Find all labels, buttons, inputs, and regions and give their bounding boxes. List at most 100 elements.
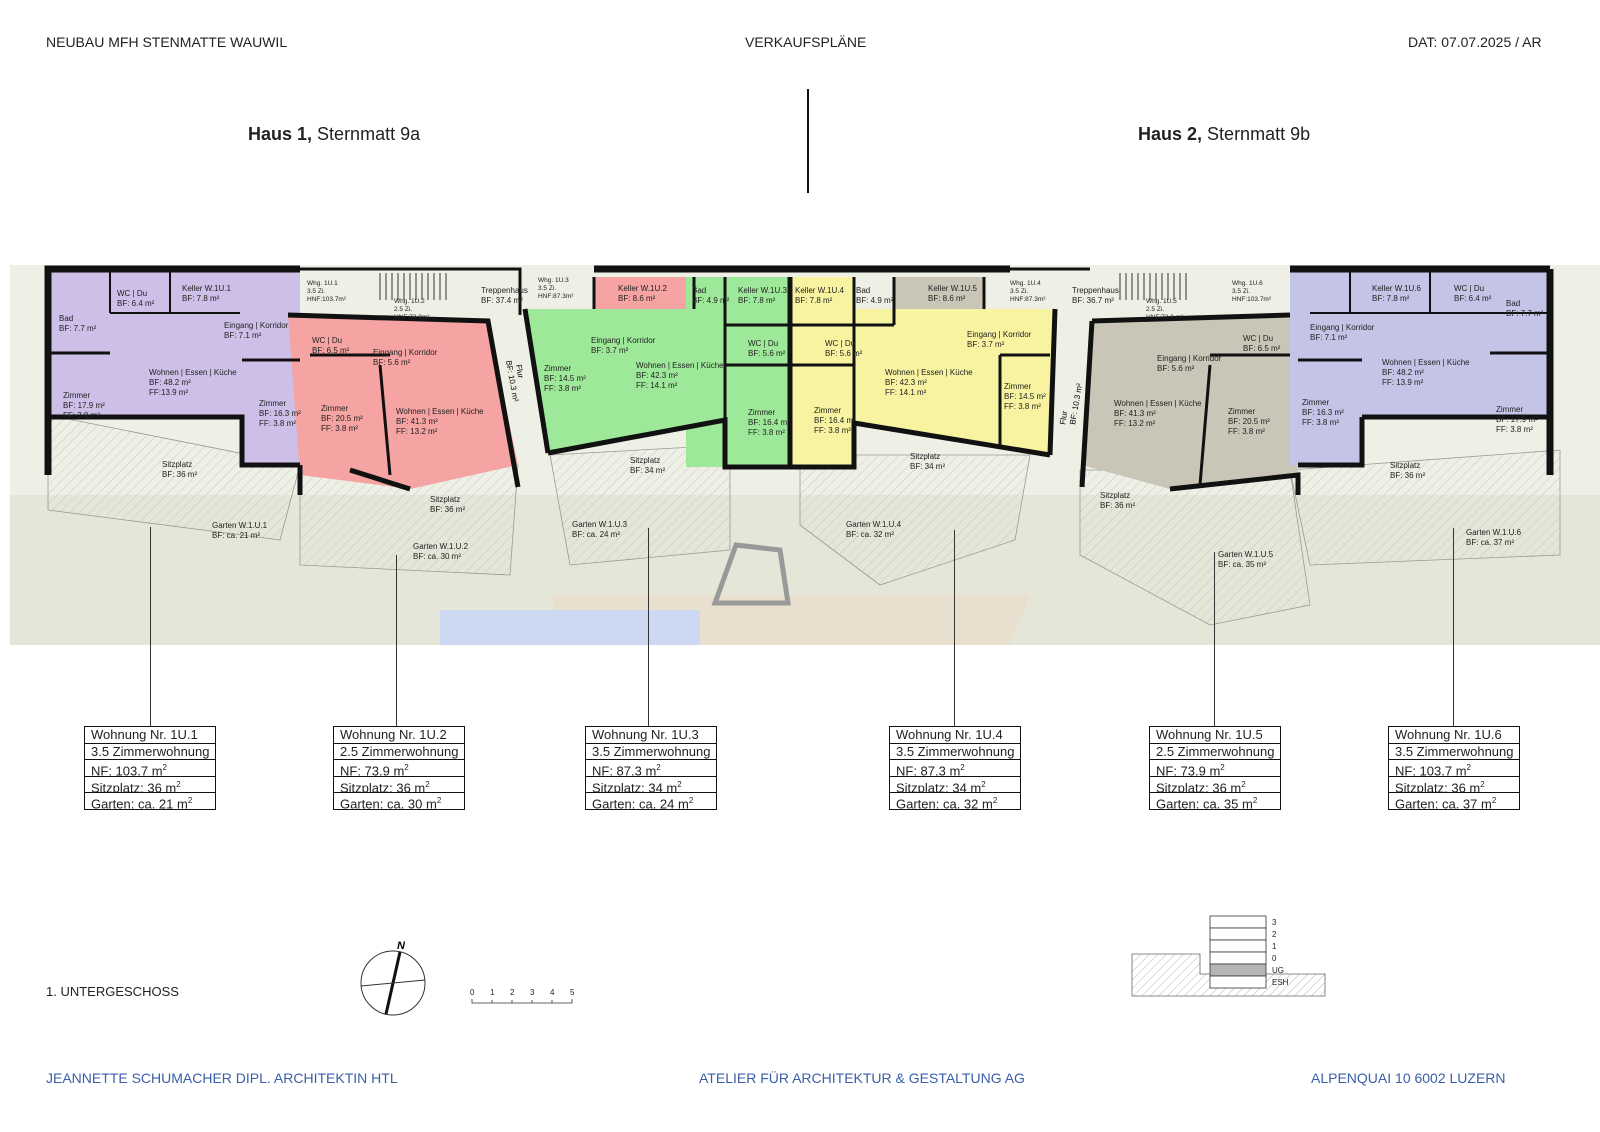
unit-1U2-area: [288, 315, 518, 489]
room-10-area: BF: 20.5 m²: [321, 414, 363, 423]
outdoor-8-name: Garten W.1.U.3: [572, 520, 628, 529]
outdoor-10-name: Garten W.1.U.5: [1218, 550, 1274, 559]
house-1-label: Haus 1,: [248, 124, 313, 144]
room-20-name: Keller W.1U.4: [795, 286, 844, 295]
outdoor-7-name: Garten W.1.U.2: [413, 542, 469, 551]
room-38-extra: FF: 3.8 m²: [1302, 418, 1339, 427]
room-16-name: Keller W.1U.3: [738, 286, 787, 295]
unit-1-garten: Garten: ca. 21 m2: [91, 796, 193, 809]
room-27-name: Zimmer: [1004, 382, 1031, 391]
unit-tag-3-0: Whg. 1U.4: [1010, 280, 1041, 287]
room-11-extra: FF: 13.2 m²: [396, 427, 438, 436]
unit-tag-5-0: Whg. 1U.6: [1232, 280, 1263, 287]
unit-6-garten: Garten: ca. 37 m2: [1395, 796, 1497, 809]
room-37-extra: FF: 13.9 m²: [1382, 378, 1424, 387]
room-26-extra: FF: 14.1 m²: [885, 388, 927, 397]
room-32-area: BF: 6.5 m²: [1243, 344, 1281, 353]
unit-6-sitz: Sitzplatz: 36 m2: [1389, 777, 1519, 793]
unit-tag-3-2: HNF:87.3m²: [1010, 296, 1046, 303]
room-32-name: WC | Du: [1243, 334, 1273, 343]
unit-3-sitz: Sitzplatz: 34 m2: [586, 777, 716, 793]
room-16-area: BF: 7.8 m²: [738, 296, 776, 305]
unit-5-nf: NF: 73.9 m2: [1150, 760, 1280, 777]
room-18-name: WC | Du: [748, 339, 778, 348]
unit-tag-2-1: 3.5 Zi.: [538, 285, 556, 292]
house-2-address: Sternmatt 9b: [1207, 124, 1311, 144]
outdoor-11-name: Garten W.1.U.6: [1466, 528, 1522, 537]
plan-type: VERKAUFSPLÄNE: [745, 34, 867, 50]
room-2-area: BF: 7.7 m²: [59, 324, 97, 333]
sitzplatz-1U4: [799, 454, 1031, 586]
room-14-name: Zimmer: [544, 364, 571, 373]
room-37-name: Wohnen | Essen | Küche: [1382, 358, 1470, 367]
room-5-name: Zimmer: [63, 391, 90, 400]
room-11-name: Wohnen | Essen | Küche: [396, 407, 484, 416]
room-7-area: BF: 8.6 m²: [618, 294, 656, 303]
outdoor-9-area: BF: ca. 32 m²: [846, 530, 894, 539]
unit-5-garten: Garten: ca. 35 m2: [1156, 796, 1258, 809]
room-14-extra: FF: 3.8 m²: [544, 384, 581, 393]
unit-6-type: 3.5 Zimmerwohnung: [1389, 744, 1519, 760]
room-30-extra: FF: 13.2 m²: [1114, 419, 1156, 428]
unit-6-nf: NF: 103.7 m2: [1389, 760, 1519, 777]
outdoor-6-name: Garten W.1.U.1: [212, 521, 268, 530]
room-6-extra: FF: 3.8 m²: [259, 419, 296, 428]
unit-tag-4-2: HNF:73.9 m²: [1146, 314, 1184, 321]
room-0-name: WC | Du: [117, 289, 147, 298]
outdoor-6-area: BF: ca. 21 m²: [212, 531, 260, 540]
unit-4-type: 3.5 Zimmerwohnung: [890, 744, 1020, 760]
section-level-5: ESH: [1272, 978, 1289, 987]
leader-1U4: [954, 530, 955, 727]
sitzplatz-1U6: [1289, 449, 1561, 566]
section-level-3: 0: [1272, 954, 1277, 963]
outdoor-10-area: BF: ca. 35 m²: [1218, 560, 1266, 569]
room-29-area: BF: 5.6 m²: [1157, 364, 1195, 373]
unit-tag-0-1: 3.5 Zi.: [307, 288, 325, 295]
room-39-area: BF: 17.9 m²: [1496, 415, 1538, 424]
section-level-1: 2: [1272, 930, 1277, 939]
room-30-name: Wohnen | Essen | Küche: [1114, 399, 1202, 408]
outdoor-3-area: BF: 34 m²: [910, 462, 945, 471]
room-13-name: Eingang | Korridor: [591, 336, 656, 345]
room-22-name: WC | Du: [825, 339, 855, 348]
unit-tag-5-1: 3.5 Zi.: [1232, 288, 1250, 295]
unit-tag-4-1: 2.5 Zi.: [1146, 306, 1164, 313]
outdoor-0-name: Sitzplatz: [162, 460, 192, 469]
outdoor-4-area: BF: 36 m²: [1100, 501, 1135, 510]
unit-2-garten: Garten: ca. 30 m2: [340, 796, 442, 809]
scale-tick-3: 3: [530, 988, 535, 997]
flur-label-2: Flur: [1058, 410, 1069, 425]
unit-tag-2-0: Whg. 1U.3: [538, 277, 569, 284]
keller-1U2: [594, 277, 694, 309]
unit-2-sitz: Sitzplatz: 36 m2: [334, 777, 464, 793]
room-18-area: BF: 5.6 m²: [748, 349, 786, 358]
room-34-name: WC | Du: [1454, 284, 1484, 293]
unit-1U4-wing: [790, 277, 854, 467]
scale-tick-1: 1: [490, 988, 495, 997]
room-26-area: BF: 42.3 m²: [885, 378, 927, 387]
unit-2-type: 2.5 Zimmerwohnung: [334, 744, 464, 760]
unit-1-type: 3.5 Zimmerwohnung: [85, 744, 215, 760]
floor-label: 1. UNTERGESCHOSS: [46, 984, 179, 999]
scale-tick-4: 4: [550, 988, 555, 997]
leader-1U2: [396, 555, 397, 727]
unit-tag-1-1: 2.5 Zi.: [394, 306, 412, 313]
keller-1U5: [894, 277, 984, 309]
room-21-area: BF: 4.9 m²: [856, 296, 894, 305]
outdoor-2-area: BF: 34 m²: [630, 466, 665, 475]
room-10-name: Zimmer: [321, 404, 348, 413]
sitzplatz-1U3: [549, 444, 731, 566]
room-15-name: Wohnen | Essen | Küche: [636, 361, 724, 370]
room-19-area: BF: 16.4 m²: [748, 418, 790, 427]
room-23-extra: FF: 3.8 m²: [814, 426, 851, 435]
unit-4-sitz: Sitzplatz: 34 m2: [890, 777, 1020, 793]
unit-tag-0-0: Whg. 1U.1: [307, 280, 338, 287]
section-level-2: 1: [1272, 942, 1277, 951]
planter: [711, 542, 791, 606]
house-2-label: Haus 2,: [1138, 124, 1203, 144]
